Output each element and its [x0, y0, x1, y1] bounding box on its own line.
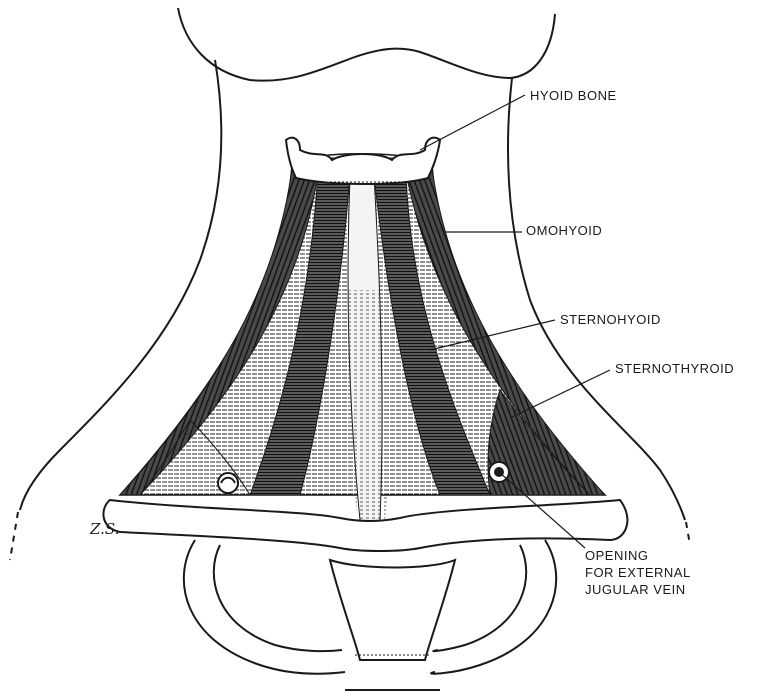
label-hyoid-bone: HYOID BONE — [530, 88, 617, 104]
label-opening-line2: FOR EXTERNAL — [585, 565, 691, 581]
leader-sternothyroid — [510, 370, 610, 418]
label-opening-line1: OPENING — [585, 548, 648, 564]
label-opening-line3: JUGULAR VEIN — [585, 582, 686, 598]
sternum-manubrium — [330, 560, 455, 660]
artist-initials: Z.S. — [90, 520, 119, 538]
jugular-opening-left — [218, 473, 238, 493]
rib-right-outer — [431, 540, 556, 674]
rib-left-inner — [214, 545, 342, 651]
rib-right-inner — [433, 545, 526, 651]
rib-left-outer — [184, 540, 345, 674]
shoulder-right-dash — [686, 522, 690, 545]
label-sternohyoid: STERNOHYOID — [560, 312, 661, 328]
label-omohyoid: OMOHYOID — [526, 223, 602, 239]
label-sternothyroid: STERNOTHYROID — [615, 361, 734, 377]
jaw-outline — [178, 8, 555, 81]
shoulder-left-dash — [10, 512, 18, 560]
hyoid-bone — [286, 138, 440, 184]
